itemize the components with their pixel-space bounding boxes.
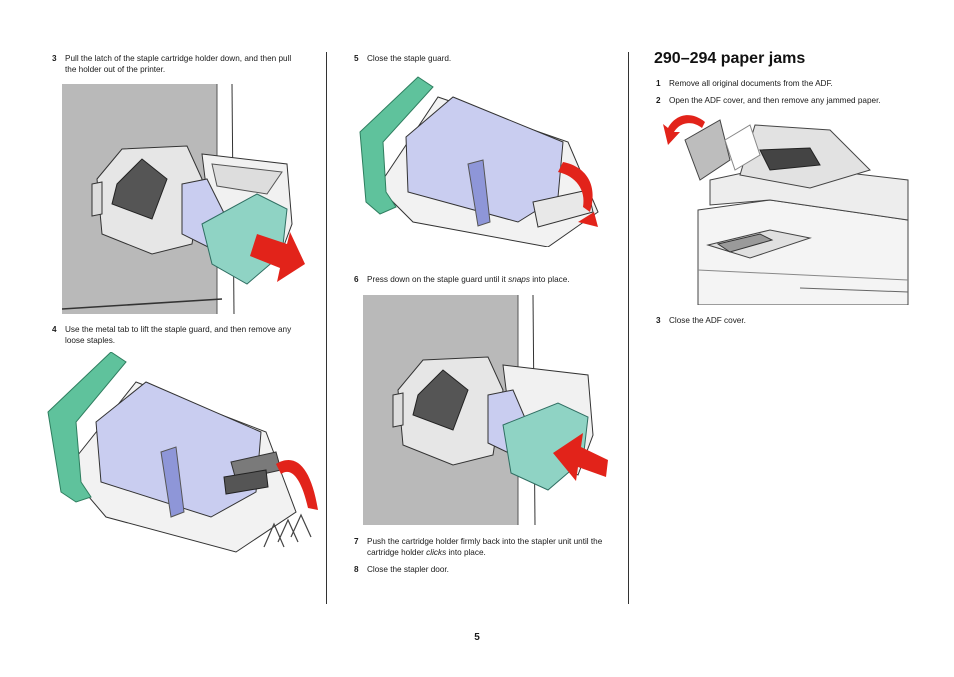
section-heading: 290–294 paper jams <box>654 50 806 67</box>
column-divider-left <box>326 52 327 604</box>
figure-lift-staple-guard <box>46 352 326 564</box>
step-6-press-guard: 6 Press down on the staple guard until i… <box>354 275 570 284</box>
figure-open-adf-cover <box>660 110 910 305</box>
page-number: 5 <box>474 632 480 643</box>
step-5-close-guard: 5 Close the staple guard. <box>354 54 452 63</box>
step-8-close-door: 8 Close the stapler door. <box>354 565 449 574</box>
step-3-close-adf: 3 Close the ADF cover. <box>656 316 746 325</box>
step-3-pull-holder: 3 Pull the latch of the staple cartridge… <box>52 54 292 74</box>
step-2-open-adf: 2 Open the ADF cover, and then remove an… <box>656 96 881 105</box>
figure-pull-cartridge-holder <box>62 84 307 314</box>
column-divider-right <box>628 52 629 604</box>
step-7-push-holder: 7 Push the cartridge holder firmly back … <box>354 537 603 557</box>
figure-push-cartridge-back <box>363 295 608 525</box>
step-4-lift-guard: 4 Use the metal tab to lift the staple g… <box>52 325 292 345</box>
step-1-remove-documents: 1 Remove all original documents from the… <box>656 79 833 88</box>
figure-close-staple-guard <box>358 72 608 247</box>
